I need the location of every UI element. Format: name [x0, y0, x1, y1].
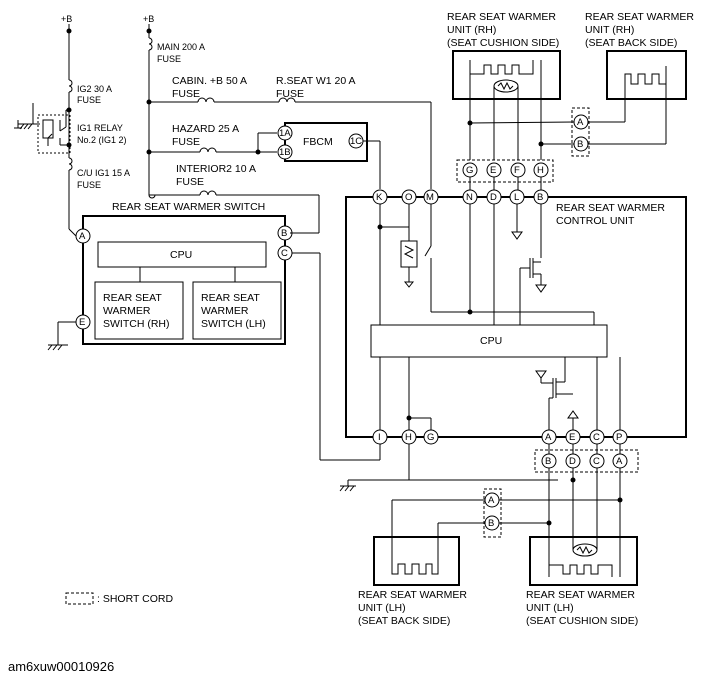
control-pin-k: K	[376, 192, 383, 203]
switch-pin-e: E	[79, 317, 85, 328]
lh-back-label-1: REAR SEAT WARMER	[358, 589, 467, 601]
lh-short-cord: B D C A A B	[483, 444, 639, 538]
rear-seat-warmer-switch: REAR SEAT WARMER SWITCH CPU REAR SEAT WA…	[47, 201, 380, 461]
rseat-fuse-label-1: R.SEAT W1 20 A	[276, 75, 356, 87]
control-pin-o: O	[405, 192, 412, 203]
switch-pin-a: A	[79, 231, 86, 242]
rseat-fuse-label-2: FUSE	[276, 88, 304, 100]
control-pin-a: A	[545, 432, 552, 443]
ig1-relay: IG1 RELAY No.2 (IG1 2)	[14, 103, 127, 154]
lh-cushion-label-2: UNIT (LH)	[526, 602, 574, 614]
control-pin-d: D	[490, 192, 497, 203]
lh-cushion-pin-c: C	[593, 456, 600, 467]
control-ground	[339, 444, 558, 492]
main-supply-branch: +B MAIN 200 A FUSE CABIN. +B 50 A FUSE R…	[143, 14, 432, 234]
legend-label: : SHORT CORD	[97, 593, 173, 605]
wiring-diagram: +B IG2 30 A FUSE C/U IG1 15 A FUSE IG1 R…	[14, 11, 694, 627]
lh-back-label-2: UNIT (LH)	[358, 602, 406, 614]
rh-cushion-heater: REAR SEAT WARMER UNIT (RH) (SEAT CUSHION…	[447, 11, 561, 160]
switch-cpu-label: CPU	[170, 249, 192, 261]
control-pin-b: B	[537, 192, 543, 203]
switch-pin-c: C	[281, 248, 288, 259]
rh-back-label-2: UNIT (RH)	[585, 24, 634, 36]
legend: : SHORT CORD	[65, 592, 173, 605]
switch-lh-label-2: WARMER	[201, 305, 249, 317]
fbcm-pin-1c: 1C	[350, 136, 362, 147]
image-caption: am6xuw00010926	[8, 659, 115, 674]
ig1-relay-label-1: IG1 RELAY	[77, 123, 123, 133]
control-pin-g: G	[427, 432, 434, 443]
battery-label-2: +B	[143, 14, 154, 24]
lh-cushion-heater: REAR SEAT WARMER UNIT (LH) (SEAT CUSHION…	[499, 468, 638, 627]
fbcm-label: FBCM	[303, 136, 333, 148]
control-pin-h: H	[405, 432, 412, 443]
rh-cushion-pin-h: H	[537, 165, 544, 176]
control-title-1: REAR SEAT WARMER	[556, 202, 665, 214]
lh-back-heater: REAR SEAT WARMER UNIT (LH) (SEAT BACK SI…	[358, 499, 485, 627]
lh-back-pin-b: B	[488, 518, 494, 529]
rh-cushion-pin-f: F	[514, 165, 520, 176]
switch-rh-label-3: SWITCH (RH)	[103, 318, 170, 330]
lh-cushion-pin-a: A	[616, 456, 623, 467]
cuig1-fuse-label-1: C/U IG1 15 A	[77, 168, 130, 178]
cabin-fuse-label-2: FUSE	[172, 88, 200, 100]
ig1-relay-label-2: No.2 (IG1 2)	[77, 135, 127, 145]
cuig1-fuse-label-2: FUSE	[77, 180, 101, 190]
switch-rh-label-1: REAR SEAT	[103, 292, 162, 304]
rh-cushion-label-1: REAR SEAT WARMER	[447, 11, 556, 23]
ig2-fuse-label-1: IG2 30 A	[77, 84, 112, 94]
control-pin-p: P	[616, 432, 622, 443]
rh-short-cord: A B G E F H	[456, 107, 590, 190]
control-pin-c: C	[593, 432, 600, 443]
control-pin-e: E	[569, 432, 575, 443]
rh-cushion-label-2: UNIT (RH)	[447, 24, 496, 36]
control-cpu-label: CPU	[480, 335, 502, 347]
fbcm-pin-1b: 1B	[279, 147, 291, 158]
rh-cushion-pin-e: E	[490, 165, 496, 176]
rh-back-heater: REAR SEAT WARMER UNIT (RH) (SEAT BACK SI…	[585, 11, 694, 145]
interior2-fuse-label-2: FUSE	[176, 176, 204, 188]
lh-back-pin-a: A	[488, 495, 495, 506]
lh-cushion-pin-d: D	[569, 456, 576, 467]
lh-back-label-3: (SEAT BACK SIDE)	[358, 615, 450, 627]
rh-back-label-3: (SEAT BACK SIDE)	[585, 37, 677, 49]
switch-pin-b: B	[281, 228, 287, 239]
ig2-fuse-label-2: FUSE	[77, 95, 101, 105]
rh-back-label-1: REAR SEAT WARMER	[585, 11, 694, 23]
main-fuse-label-1: MAIN 200 A	[157, 42, 205, 52]
switch-rh-label-2: WARMER	[103, 305, 151, 317]
fbcm-pin-1a: 1A	[279, 128, 291, 139]
rh-back-pin-a: A	[577, 117, 584, 128]
hazard-fuse-label-1: HAZARD 25 A	[172, 123, 239, 135]
rh-cushion-label-3: (SEAT CUSHION SIDE)	[447, 37, 559, 49]
lh-cushion-pin-b: B	[545, 456, 551, 467]
control-pin-n: N	[466, 192, 473, 203]
control-title-2: CONTROL UNIT	[556, 215, 635, 227]
main-fuse-label-2: FUSE	[157, 54, 181, 64]
switch-lh-label-1: REAR SEAT	[201, 292, 260, 304]
battery-label-1: +B	[61, 14, 72, 24]
control-pin-l: L	[514, 192, 519, 203]
interior2-fuse-label-1: INTERIOR2 10 A	[176, 163, 256, 175]
control-pin-i: I	[378, 432, 381, 443]
cabin-fuse-label-1: CABIN. +B 50 A	[172, 75, 247, 87]
ig2-supply-branch: +B IG2 30 A FUSE C/U IG1 15 A FUSE	[61, 14, 130, 229]
hazard-fuse-label-2: FUSE	[172, 136, 200, 148]
lh-cushion-label-3: (SEAT CUSHION SIDE)	[526, 615, 638, 627]
switch-title: REAR SEAT WARMER SWITCH	[112, 201, 265, 213]
rear-seat-warmer-control-unit: REAR SEAT WARMER CONTROL UNIT CPU K O M …	[345, 189, 687, 445]
rh-back-pin-b: B	[577, 139, 583, 150]
fbcm: FBCM 1A 1B 1C	[277, 122, 381, 189]
control-pin-m: M	[426, 192, 434, 203]
lh-cushion-label-1: REAR SEAT WARMER	[526, 589, 635, 601]
rh-cushion-pin-g: G	[466, 165, 473, 176]
switch-lh-label-3: SWITCH (LH)	[201, 318, 266, 330]
